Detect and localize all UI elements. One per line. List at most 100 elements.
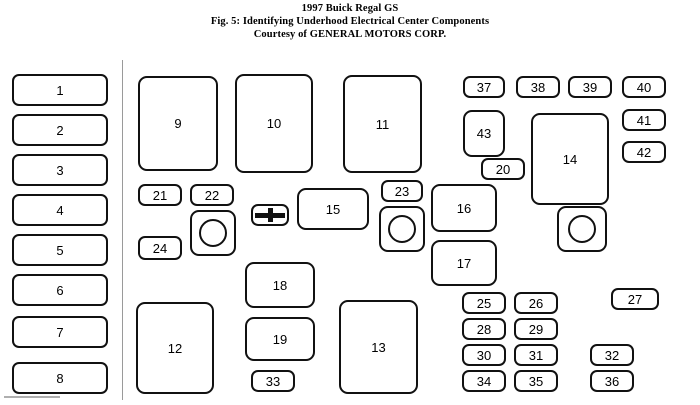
left-column-divider (122, 60, 123, 400)
cross-connector[interactable] (251, 204, 289, 226)
component-label: 23 (394, 183, 410, 199)
component-5[interactable]: 5 (12, 234, 108, 266)
component-7[interactable]: 7 (12, 316, 108, 348)
component-label: 16 (456, 200, 472, 216)
relay-relay-center[interactable] (379, 206, 425, 252)
vehicle-title: 1997 Buick Regal GS (301, 3, 399, 14)
figure-header: 1997 Buick Regal GS Fig. 5: Identifying … (0, 0, 700, 41)
component-38[interactable]: 38 (516, 76, 560, 98)
component-34[interactable]: 34 (462, 370, 506, 392)
component-label: 40 (636, 79, 652, 95)
component-28[interactable]: 28 (462, 318, 506, 340)
component-18[interactable]: 18 (245, 262, 315, 308)
component-4[interactable]: 4 (12, 194, 108, 226)
scan-edge-artifact (4, 396, 60, 398)
component-15[interactable]: 15 (297, 188, 369, 230)
component-label: 9 (174, 116, 182, 131)
component-label: 22 (204, 187, 220, 203)
component-label: 34 (476, 373, 492, 389)
component-label: 4 (56, 202, 64, 218)
component-label: 5 (56, 242, 64, 258)
component-label: 27 (627, 291, 643, 307)
component-19[interactable]: 19 (245, 317, 315, 361)
component-20[interactable]: 20 (481, 158, 525, 180)
component-12[interactable]: 12 (136, 302, 214, 394)
component-6[interactable]: 6 (12, 274, 108, 306)
component-label: 29 (528, 321, 544, 337)
component-3[interactable]: 3 (12, 154, 108, 186)
component-10[interactable]: 10 (235, 74, 313, 173)
component-label: 13 (371, 339, 386, 355)
component-16[interactable]: 16 (431, 184, 497, 232)
component-label: 7 (56, 324, 64, 340)
component-label: 19 (272, 331, 288, 347)
component-label: 17 (456, 255, 472, 271)
component-25[interactable]: 25 (462, 292, 506, 314)
component-label: 1 (56, 82, 64, 98)
relay-relay-right[interactable] (557, 206, 607, 252)
component-label: 24 (152, 240, 168, 256)
relay-relay-left[interactable] (190, 210, 236, 256)
component-40[interactable]: 40 (622, 76, 666, 98)
component-41[interactable]: 41 (622, 109, 666, 131)
component-label: 41 (636, 112, 652, 128)
component-label: 21 (152, 187, 168, 203)
courtesy-credit: Courtesy of GENERAL MOTORS CORP. (253, 29, 447, 40)
component-29[interactable]: 29 (514, 318, 558, 340)
component-35[interactable]: 35 (514, 370, 558, 392)
component-label: 39 (582, 79, 598, 95)
component-42[interactable]: 42 (622, 141, 666, 163)
component-39[interactable]: 39 (568, 76, 612, 98)
component-label: 43 (476, 126, 492, 141)
component-label: 6 (56, 282, 64, 298)
component-label: 42 (636, 144, 652, 160)
component-21[interactable]: 21 (138, 184, 182, 206)
component-23[interactable]: 23 (381, 180, 423, 202)
component-2[interactable]: 2 (12, 114, 108, 146)
component-label: 32 (604, 347, 620, 363)
component-label: 8 (56, 370, 64, 386)
component-26[interactable]: 26 (514, 292, 558, 314)
component-label: 33 (265, 373, 281, 389)
figure-caption: Fig. 5: Identifying Underhood Electrical… (210, 16, 490, 27)
component-label: 31 (528, 347, 544, 363)
component-9[interactable]: 9 (138, 76, 218, 171)
component-14[interactable]: 14 (531, 113, 609, 205)
component-label: 38 (530, 79, 546, 95)
component-31[interactable]: 31 (514, 344, 558, 366)
component-label: 18 (272, 277, 288, 293)
component-33[interactable]: 33 (251, 370, 295, 392)
component-label: 14 (562, 151, 578, 167)
component-label: 36 (604, 373, 620, 389)
component-17[interactable]: 17 (431, 240, 497, 286)
component-label: 2 (56, 122, 64, 138)
component-30[interactable]: 30 (462, 344, 506, 366)
component-label: 37 (476, 79, 492, 95)
component-label: 11 (375, 116, 390, 132)
component-label: 10 (266, 116, 282, 131)
connector-vertical-bar-icon (267, 208, 273, 222)
component-1[interactable]: 1 (12, 74, 108, 106)
relay-circle-icon (199, 219, 227, 247)
component-13[interactable]: 13 (339, 300, 418, 394)
component-27[interactable]: 27 (611, 288, 659, 310)
relay-circle-icon (568, 215, 596, 243)
relay-circle-icon (388, 215, 416, 243)
component-8[interactable]: 8 (12, 362, 108, 394)
component-label: 12 (167, 340, 183, 356)
component-24[interactable]: 24 (138, 236, 182, 260)
component-label: 25 (476, 295, 492, 311)
component-43[interactable]: 43 (463, 110, 505, 157)
component-label: 26 (528, 295, 544, 311)
component-32[interactable]: 32 (590, 344, 634, 366)
component-36[interactable]: 36 (590, 370, 634, 392)
component-label: 35 (528, 373, 544, 389)
component-label: 20 (495, 161, 511, 177)
component-label: 15 (325, 201, 341, 217)
component-label: 3 (56, 162, 64, 178)
component-37[interactable]: 37 (463, 76, 505, 98)
component-22[interactable]: 22 (190, 184, 234, 206)
component-11[interactable]: 11 (343, 75, 422, 173)
component-label: 30 (476, 347, 492, 363)
